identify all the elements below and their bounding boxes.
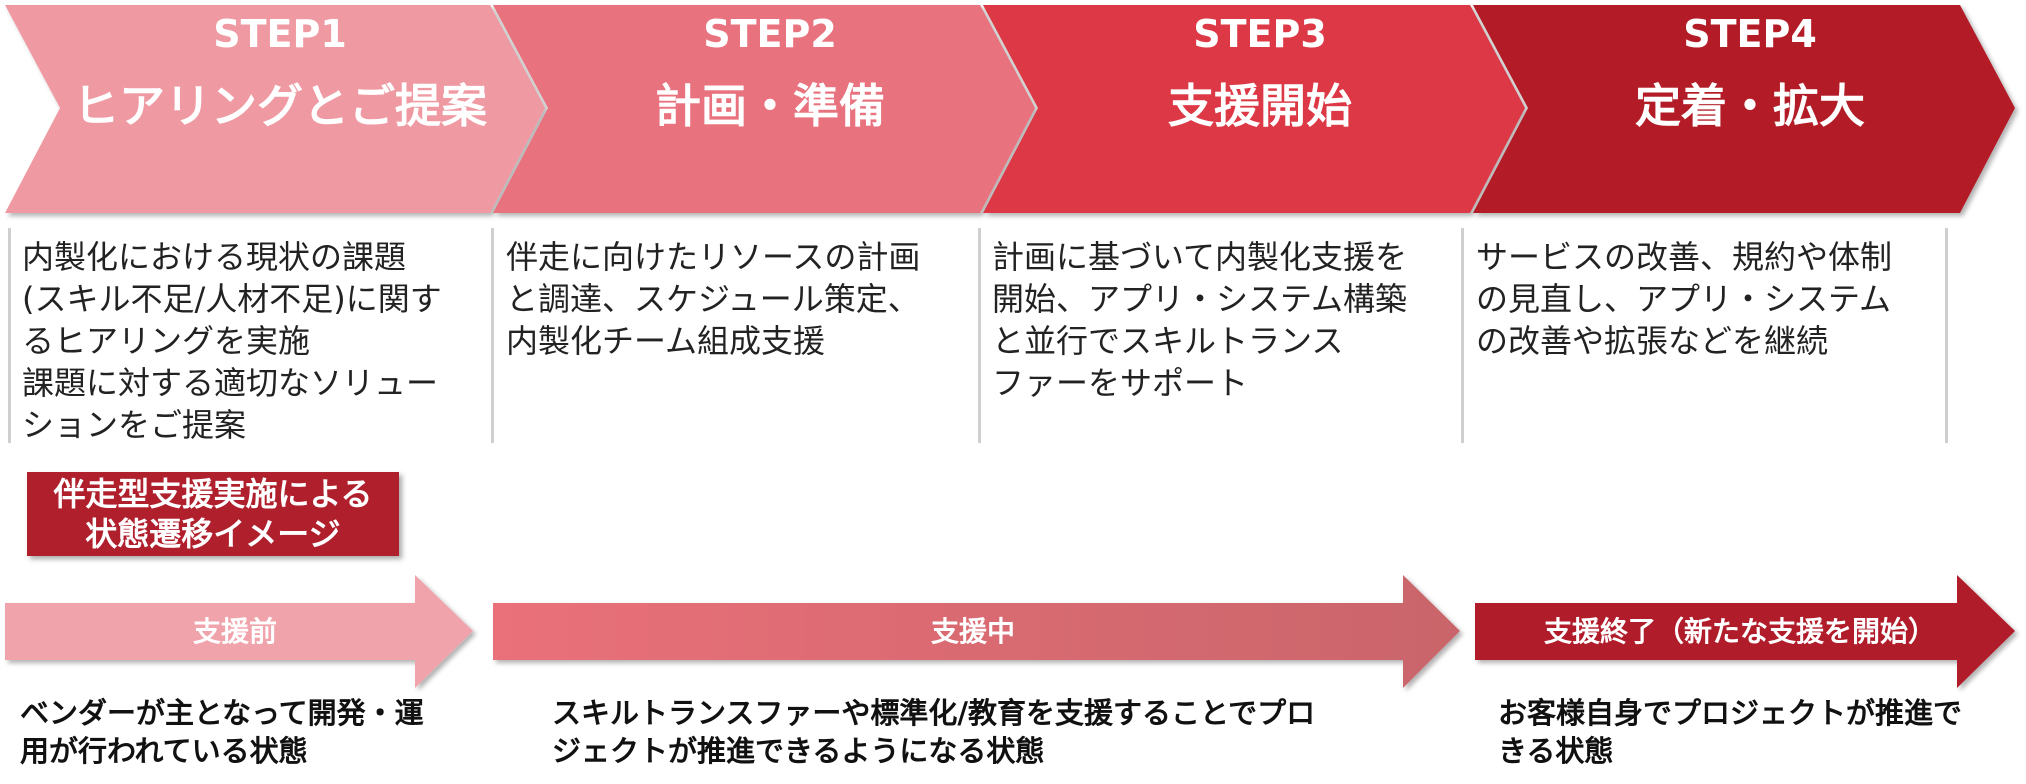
step2-description: 伴走に向けたリソースの計画 と調達、スケジュール策定、 内製化チーム組成支援: [506, 238, 921, 360]
step3-description: 計画に基づいて内製化支援を 開始、アプリ・システム構築 と並行でスキルトランス …: [992, 238, 1408, 402]
step4-chevron: [1473, 5, 2015, 213]
step4-description: サービスの改善、規約や体制 の見直し、アプリ・システム の改善や拡張などを継続: [1476, 238, 1893, 360]
transition-badge: 伴走型支援実施による 状態遷移イメージ: [27, 472, 399, 556]
step4-header: STEP4 定着・拡大: [1540, 12, 1960, 136]
divider-line: [1945, 228, 1948, 443]
phase-during-arrow: [493, 575, 1460, 688]
step4-title: 定着・拡大: [1635, 79, 1865, 133]
step1-chevron: [5, 5, 545, 213]
step1-description: 内製化における現状の課題 (スキル不足/人材不足)に関す るヒアリングを実施 課…: [22, 238, 442, 444]
phase-before-arrow: [5, 575, 473, 688]
phase-after-label: 支援終了（新たな支援を開始）: [1543, 615, 1936, 648]
step2-chevron: [493, 5, 1035, 213]
phase-during-state: スキルトランスファーや標準化/教育を支援することでプロ ジェクトが推進できるよう…: [552, 696, 1316, 768]
step2-title: 計画・準備: [655, 79, 885, 133]
step2-label: STEP2: [703, 12, 837, 56]
step3-label: STEP3: [1193, 12, 1327, 56]
divider-line: [8, 228, 11, 443]
phase-during-label: 支援中: [930, 615, 1015, 648]
divider-line: [1461, 228, 1464, 443]
divider-line: [978, 228, 981, 443]
step3-title: 支援開始: [1168, 79, 1352, 133]
step4-label: STEP4: [1683, 12, 1817, 56]
phase-after-state: お客様自身でプロジェクトが推進で きる状態: [1498, 696, 1963, 768]
step3-header: STEP3 支援開始: [1050, 12, 1470, 136]
step1-title: ヒアリングとご提案: [73, 79, 487, 133]
phase-after-arrow: [1475, 575, 2015, 688]
phase-before-label: 支援前: [192, 615, 277, 648]
step3-chevron: [983, 5, 1525, 213]
step1-header: STEP1 ヒアリングとご提案: [70, 12, 490, 136]
step2-header: STEP2 計画・準備: [560, 12, 980, 136]
step1-label: STEP1: [213, 12, 347, 56]
phase-before-state: ベンダーが主となって開発・運 用が行われている状態: [20, 696, 424, 768]
divider-line: [491, 228, 494, 443]
